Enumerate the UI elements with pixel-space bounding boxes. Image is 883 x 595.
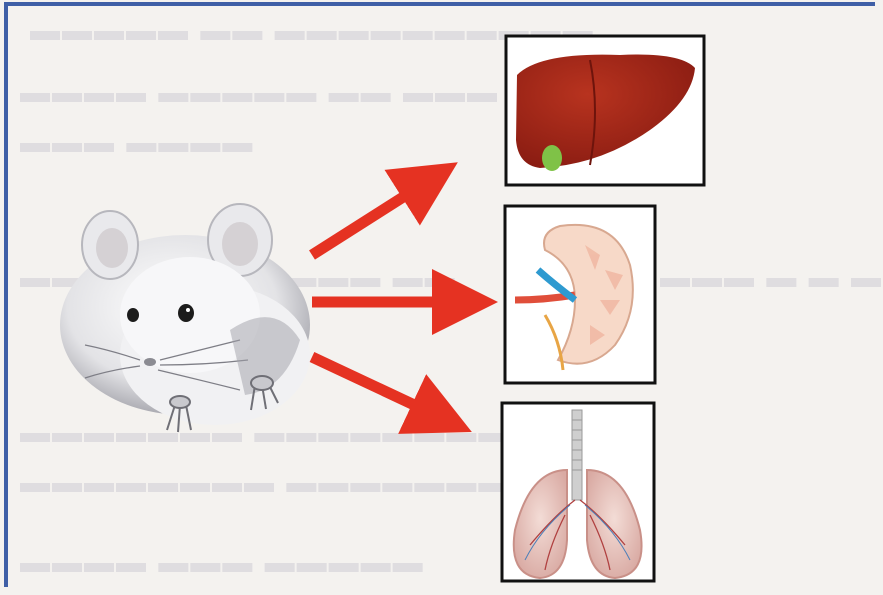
mouse-illustration [60, 204, 310, 432]
arrow-to-lungs [312, 357, 442, 418]
kidney-panel [505, 206, 655, 383]
arrow-to-liver [312, 180, 430, 255]
trachea [572, 410, 582, 500]
liver-panel [506, 36, 704, 185]
arrows [312, 180, 465, 418]
lungs-panel [502, 403, 654, 581]
gallbladder [542, 145, 562, 171]
